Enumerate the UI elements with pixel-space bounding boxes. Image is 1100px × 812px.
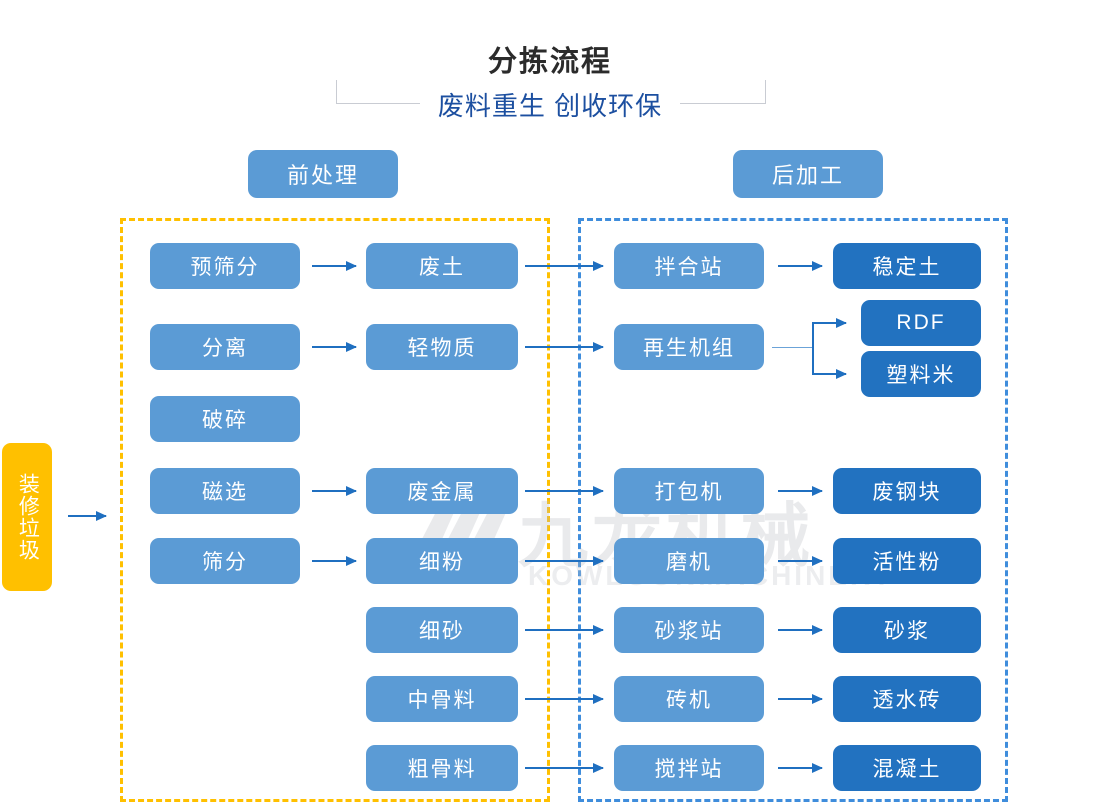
node-post-product-1[interactable]: RDF bbox=[861, 300, 981, 346]
node-pre-output-3[interactable]: 细粉 bbox=[366, 538, 518, 584]
arrow-c2-d3 bbox=[778, 486, 823, 496]
node-pre-output-0-label: 废土 bbox=[419, 256, 465, 279]
node-post-product-6[interactable]: 透水砖 bbox=[833, 676, 981, 722]
branch-stub-horizontal bbox=[772, 347, 814, 348]
title-area: 分拣流程 废料重生 创收环保 bbox=[0, 0, 1100, 140]
node-pre-process-0-label: 预筛分 bbox=[190, 256, 260, 279]
node-pre-output-4[interactable]: 细砂 bbox=[366, 607, 518, 653]
group-container-post-process bbox=[578, 218, 1008, 802]
node-post-product-5-label: 砂浆 bbox=[884, 620, 930, 643]
section-header-pre-process-label: 前处理 bbox=[286, 163, 359, 188]
node-pre-process-4[interactable]: 筛分 bbox=[150, 538, 300, 584]
node-pre-output-6-label: 粗骨料 bbox=[407, 758, 477, 781]
arrow-b3-c3 bbox=[525, 556, 604, 566]
node-post-product-5[interactable]: 砂浆 bbox=[833, 607, 981, 653]
node-pre-process-1[interactable]: 分离 bbox=[150, 324, 300, 370]
arrow-c0-d0 bbox=[778, 261, 823, 271]
node-post-machine-0-label: 拌合站 bbox=[654, 256, 724, 279]
node-post-machine-2[interactable]: 打包机 bbox=[614, 468, 764, 514]
node-post-machine-6-label: 搅拌站 bbox=[654, 758, 724, 781]
arrow-b0-c0 bbox=[525, 261, 604, 271]
page-title-text: 分拣流程 bbox=[471, 46, 628, 78]
node-pre-output-1-label: 轻物质 bbox=[407, 337, 477, 360]
node-post-product-4-label: 活性粉 bbox=[872, 551, 942, 574]
branch-trunk-vertical bbox=[812, 322, 814, 374]
node-pre-output-5-label: 中骨料 bbox=[407, 689, 477, 712]
arrow-branch-to-rdf bbox=[812, 318, 847, 328]
node-post-product-6-label: 透水砖 bbox=[872, 689, 942, 712]
node-post-machine-0[interactable]: 拌合站 bbox=[614, 243, 764, 289]
node-pre-output-3-label: 细粉 bbox=[419, 551, 465, 574]
node-pre-output-4-label: 细砂 bbox=[419, 620, 465, 643]
page-title: 分拣流程 bbox=[0, 38, 1100, 80]
arrow-b4-c4 bbox=[525, 625, 604, 635]
node-pre-process-3[interactable]: 磁选 bbox=[150, 468, 300, 514]
node-post-product-1-label: RDF bbox=[896, 311, 946, 334]
node-post-product-2[interactable]: 塑料米 bbox=[861, 351, 981, 397]
node-pre-output-5[interactable]: 中骨料 bbox=[366, 676, 518, 722]
node-pre-output-1[interactable]: 轻物质 bbox=[366, 324, 518, 370]
node-post-machine-6[interactable]: 搅拌站 bbox=[614, 745, 764, 791]
node-post-machine-1-label: 再生机组 bbox=[643, 337, 735, 360]
input-node-construction-waste[interactable]: 装修垃圾 bbox=[2, 443, 52, 591]
node-post-machine-4[interactable]: 砂浆站 bbox=[614, 607, 764, 653]
node-post-product-7-label: 混凝土 bbox=[872, 758, 942, 781]
node-pre-output-0[interactable]: 废土 bbox=[366, 243, 518, 289]
arrow-b6-c6 bbox=[525, 763, 604, 773]
node-post-product-2-label: 塑料米 bbox=[886, 364, 956, 387]
arrow-a1-b1 bbox=[312, 342, 357, 352]
arrow-branch-to-plastic bbox=[812, 369, 847, 379]
arrow-b5-c5 bbox=[525, 694, 604, 704]
node-post-product-3[interactable]: 废钢块 bbox=[833, 468, 981, 514]
section-header-post-process-label: 后加工 bbox=[771, 163, 844, 188]
section-header-pre-process[interactable]: 前处理 bbox=[248, 150, 398, 198]
node-post-machine-5-label: 砖机 bbox=[666, 689, 712, 712]
node-post-machine-3-label: 磨机 bbox=[666, 551, 712, 574]
node-pre-output-2[interactable]: 废金属 bbox=[366, 468, 518, 514]
node-pre-process-3-label: 磁选 bbox=[202, 481, 248, 504]
node-post-machine-2-label: 打包机 bbox=[654, 481, 724, 504]
page-subtitle: 废料重生 创收环保 bbox=[0, 86, 1100, 123]
arrow-a0-b0 bbox=[312, 261, 357, 271]
node-post-product-7[interactable]: 混凝土 bbox=[833, 745, 981, 791]
node-pre-process-2[interactable]: 破碎 bbox=[150, 396, 300, 442]
node-post-machine-3[interactable]: 磨机 bbox=[614, 538, 764, 584]
node-post-machine-4-label: 砂浆站 bbox=[654, 620, 724, 643]
arrow-a3-b2 bbox=[312, 486, 357, 496]
arrow-c4-d5 bbox=[778, 625, 823, 635]
arrow-c5-d6 bbox=[778, 694, 823, 704]
node-pre-process-0[interactable]: 预筛分 bbox=[150, 243, 300, 289]
arrow-b1-c1 bbox=[525, 342, 604, 352]
section-header-post-process[interactable]: 后加工 bbox=[733, 150, 883, 198]
node-post-product-4[interactable]: 活性粉 bbox=[833, 538, 981, 584]
node-pre-process-4-label: 筛分 bbox=[202, 551, 248, 574]
node-post-product-0-label: 稳定土 bbox=[872, 256, 942, 279]
input-node-label: 装修垃圾 bbox=[16, 473, 40, 561]
arrow-c6-d7 bbox=[778, 763, 823, 773]
node-post-product-0[interactable]: 稳定土 bbox=[833, 243, 981, 289]
group-container-pre-process bbox=[120, 218, 550, 802]
arrow-a4-b3 bbox=[312, 556, 357, 566]
node-pre-output-2-label: 废金属 bbox=[407, 481, 477, 504]
arrow-input-to-pre bbox=[68, 511, 107, 521]
node-post-machine-5[interactable]: 砖机 bbox=[614, 676, 764, 722]
node-pre-process-1-label: 分离 bbox=[202, 337, 248, 360]
arrow-c3-d4 bbox=[778, 556, 823, 566]
node-pre-output-6[interactable]: 粗骨料 bbox=[366, 745, 518, 791]
node-post-machine-1[interactable]: 再生机组 bbox=[614, 324, 764, 370]
node-post-product-3-label: 废钢块 bbox=[872, 481, 942, 504]
node-pre-process-2-label: 破碎 bbox=[202, 409, 248, 432]
page-subtitle-text: 废料重生 创收环保 bbox=[419, 91, 681, 121]
arrow-b2-c2 bbox=[525, 486, 604, 496]
